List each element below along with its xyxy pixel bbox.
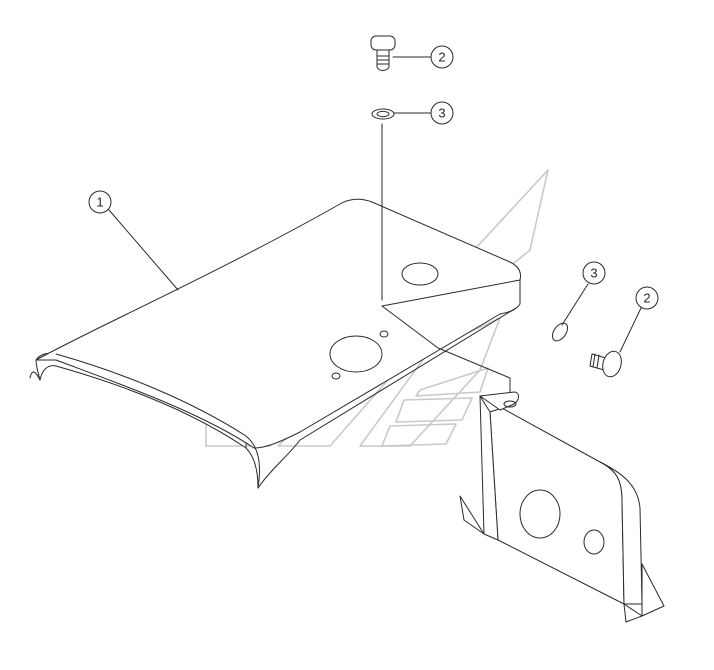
callout-2-top: 2 <box>430 45 454 69</box>
hood-cover-part <box>29 198 521 489</box>
mounting-bracket-part <box>459 391 665 623</box>
top-bolt-part <box>370 35 396 71</box>
callout-3-side-label: 3 <box>590 266 597 281</box>
side-bolt-part <box>589 350 622 378</box>
callout-2-side-label: 2 <box>643 291 650 306</box>
callout-1: 1 <box>88 190 112 214</box>
top-washer-part <box>371 108 395 120</box>
side-washer-part <box>551 322 569 342</box>
callout-2-top-label: 2 <box>438 50 445 65</box>
callout-1-label: 1 <box>96 195 103 210</box>
callout-3-top-label: 3 <box>438 106 445 121</box>
callout-2-side: 2 <box>635 286 659 310</box>
callout-leaders <box>108 56 642 353</box>
callout-3-side: 3 <box>582 261 606 285</box>
callout-3-top: 3 <box>430 101 454 125</box>
